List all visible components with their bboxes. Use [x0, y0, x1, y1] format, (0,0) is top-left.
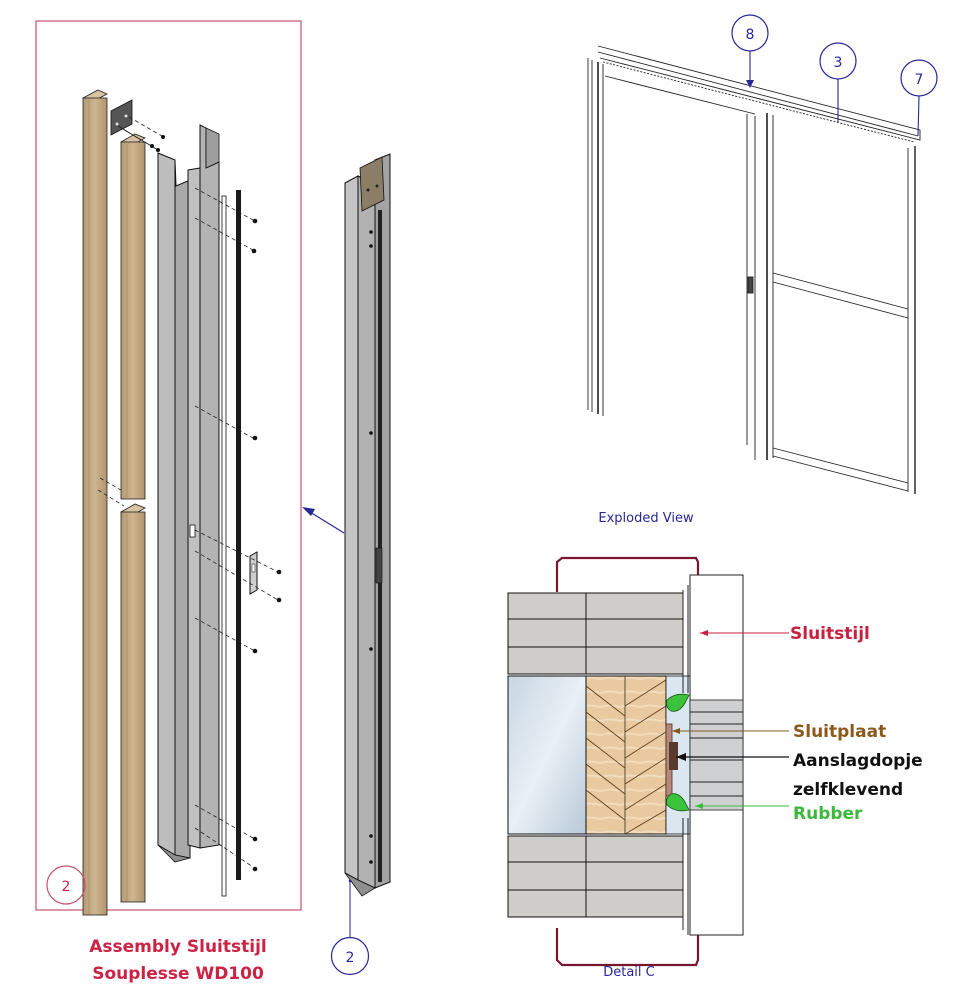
assembly-title-line2: Souplesse WD100: [92, 964, 264, 984]
mounting-plate: [110, 99, 165, 152]
exploded-balloon-3: 3: [819, 42, 857, 122]
assembly-title-line1: Assembly Sluitstijl: [89, 937, 267, 957]
thin-strip: [221, 195, 227, 897]
screw-guides: [194, 187, 279, 868]
rubber-seal-top: [666, 693, 690, 712]
assembly-balloon: 2: [46, 865, 86, 905]
screws: [251, 218, 282, 872]
gypsum-lower: [507, 835, 684, 918]
assembly-panel: 2: [35, 20, 302, 916]
label-sluitstijl: Sluitstijl: [790, 624, 870, 644]
assembled-rubber: [378, 210, 382, 882]
wood-strip-lower: [120, 503, 146, 903]
assembly-balloon-number: 2: [62, 879, 71, 895]
steel-profile-a: [157, 152, 191, 863]
exploded-balloon-7: 7: [900, 59, 938, 137]
exploded-view-drawing: [587, 45, 921, 494]
svg-text:3: 3: [834, 55, 843, 71]
top-plate: [359, 156, 385, 212]
rubber-strip: [236, 190, 241, 880]
detail-c-caption: Detail C: [603, 965, 655, 980]
label-sluitplaat: Sluitplaat: [793, 722, 886, 742]
label-aanslagdopje-2: zelfklevend: [793, 780, 903, 800]
detail-leaders: [672, 630, 789, 809]
wood-strip-upper: [120, 133, 146, 500]
svg-text:8: 8: [746, 27, 755, 43]
door-leaf: [689, 699, 744, 811]
svg-text:7: 7: [915, 72, 924, 88]
leader-arrow: [302, 507, 345, 534]
steel-profile-b: [187, 124, 220, 849]
gypsum-upper: [507, 592, 684, 675]
assembled-strike: [375, 547, 383, 584]
wood-strip-long: [82, 89, 108, 916]
assembly-panel-border: [35, 20, 302, 911]
timber-block: [585, 675, 667, 835]
detail-c-drawing: [507, 556, 744, 967]
dashed-guide: [97, 489, 125, 507]
stop-cap: [669, 742, 678, 770]
assembled-balloon-number: 2: [346, 950, 355, 966]
strike-plate: [249, 551, 258, 595]
exploded-balloon-8: 8: [731, 14, 769, 88]
insulation: [507, 675, 587, 835]
exploded-view-caption: Exploded View: [598, 511, 694, 526]
label-rubber: Rubber: [793, 804, 863, 824]
lock-cutout: [189, 524, 196, 538]
rubber-seal-bottom: [666, 793, 690, 812]
label-aanslagdopje-1: Aanslagdopje: [793, 751, 923, 771]
assembled-sluitstijl: 2: [330, 153, 391, 976]
